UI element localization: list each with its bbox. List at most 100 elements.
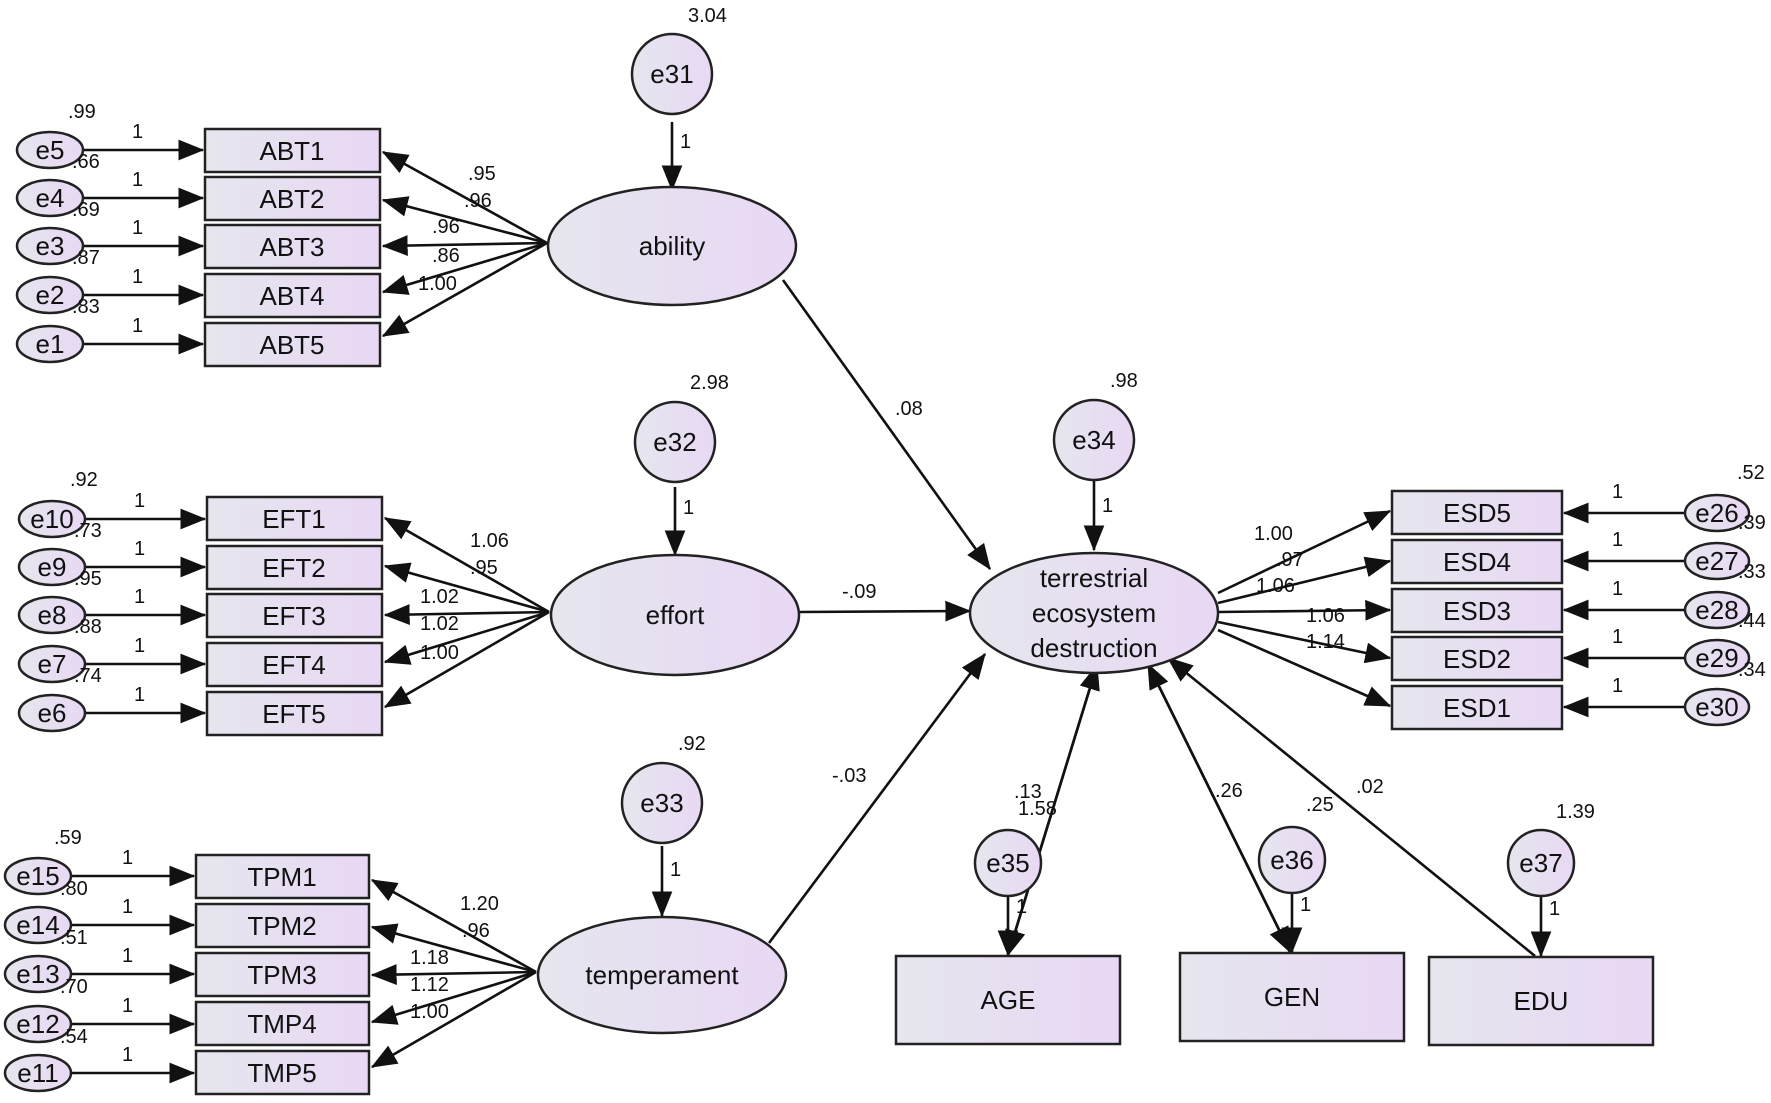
error-e8: e8 [17, 595, 87, 635]
arrow-temperament-tpm2 [370, 923, 537, 974]
observed-age: AGE [894, 954, 1122, 1046]
svg-text:TMP5: TMP5 [247, 1058, 316, 1088]
svg-text:EFT3: EFT3 [262, 601, 326, 631]
svg-text:1.00: 1.00 [410, 1001, 449, 1023]
observed-edu: EDU [1427, 955, 1655, 1047]
error-e10: e10 [17, 499, 87, 539]
error-e4: e4 [15, 178, 85, 218]
svg-text:.74: .74 [74, 665, 102, 687]
svg-text:1.12: 1.12 [410, 974, 449, 996]
svg-text:e2: e2 [36, 280, 65, 310]
path-gen-coef-2: .25 [1306, 794, 1334, 816]
arrow-temperament-tmp5 [370, 970, 537, 1069]
indicator-abt2: ABT2 [203, 175, 382, 222]
svg-text:.33: .33 [1738, 561, 1766, 583]
indicator-esd4: ESD4 [1390, 538, 1564, 585]
svg-text:e34: e34 [1072, 425, 1115, 455]
svg-text:.92: .92 [70, 469, 98, 491]
error-e36: e36 [1257, 825, 1327, 895]
indicator-esd3: ESD3 [1390, 587, 1564, 634]
indicator-eft3: EFT3 [205, 592, 384, 639]
svg-text:e35: e35 [986, 848, 1029, 878]
svg-text:TMP4: TMP4 [247, 1009, 316, 1039]
svg-text:.99: .99 [68, 101, 96, 123]
svg-text:e31: e31 [650, 59, 693, 89]
svg-text:ESD1: ESD1 [1443, 693, 1511, 723]
arrow-temperament-tmp4 [370, 970, 537, 1025]
svg-text:ABT1: ABT1 [259, 136, 324, 166]
error-e2: e2 [15, 275, 85, 315]
error-e15: e15 [3, 856, 73, 896]
svg-text:.97: .97 [1276, 549, 1304, 571]
arrow-temperament-tpm1 [370, 878, 537, 974]
svg-text:.88: .88 [74, 616, 102, 638]
svg-text:e37: e37 [1519, 848, 1562, 878]
svg-text:.96: .96 [432, 216, 460, 238]
svg-text:1.20: 1.20 [460, 893, 499, 915]
error-e34: e34 [1052, 398, 1136, 482]
error-e26: e26 [1683, 493, 1751, 533]
svg-text:EDU: EDU [1514, 986, 1569, 1016]
indicator-eft4: EFT4 [205, 641, 384, 688]
svg-text:e14: e14 [16, 910, 59, 940]
svg-text:ABT3: ABT3 [259, 232, 324, 262]
svg-text:1.06: 1.06 [470, 530, 509, 552]
svg-text:.83: .83 [72, 296, 100, 318]
path-effort-coef: -.09 [842, 581, 876, 603]
svg-text:.69: .69 [72, 199, 100, 221]
fixed-e32: 1 [683, 497, 694, 519]
svg-text:EFT5: EFT5 [262, 699, 326, 729]
indicator-tpm3: TPM3 [194, 951, 371, 998]
indicator-eft1: EFT1 [205, 495, 384, 542]
svg-text:1: 1 [1612, 481, 1623, 503]
arrow-effort-eft3 [383, 604, 550, 625]
svg-text:e32: e32 [653, 427, 696, 457]
error-e7: e7 [17, 644, 87, 684]
arrow-ted-esd5 [1217, 509, 1392, 595]
svg-text:e10: e10 [30, 504, 73, 534]
svg-text:ABT4: ABT4 [259, 281, 324, 311]
latent-temperament-label: temperament [585, 960, 739, 990]
svg-text:TPM3: TPM3 [247, 960, 316, 990]
coefficient-labels: 3.04 2.98 .92 .98 1.58 1.39 1 1 1 1 1 1 … [54, 5, 1766, 1066]
indicator-tmp5: TMP5 [194, 1049, 371, 1096]
svg-text:e36: e36 [1270, 845, 1313, 875]
svg-text:1: 1 [1612, 578, 1623, 600]
svg-text:1: 1 [134, 490, 145, 512]
svg-text:.73: .73 [74, 520, 102, 542]
svg-text:1: 1 [122, 945, 133, 967]
svg-text:TPM1: TPM1 [247, 862, 316, 892]
indicator-esd1: ESD1 [1390, 684, 1564, 731]
arrow-ability-abt1 [381, 150, 548, 245]
var-e32: 2.98 [690, 372, 729, 394]
svg-text:.95: .95 [470, 557, 498, 579]
var-e31: 3.04 [688, 5, 727, 27]
svg-text:EFT2: EFT2 [262, 553, 326, 583]
svg-text:1: 1 [1612, 626, 1623, 648]
indicator-abt3: ABT3 [203, 223, 382, 270]
fixed-e33: 1 [670, 859, 681, 881]
svg-text:e28: e28 [1695, 595, 1738, 625]
svg-text:1.00: 1.00 [418, 273, 457, 295]
svg-text:1: 1 [122, 995, 133, 1017]
arrow-ability-abt5 [381, 241, 548, 338]
svg-text:.51: .51 [60, 927, 88, 949]
fixed-e31: 1 [680, 131, 691, 153]
svg-text:1: 1 [122, 896, 133, 918]
arrow-temperament-ted [767, 652, 987, 944]
path-age-coef: .13 [1014, 781, 1042, 803]
svg-text:e4: e4 [36, 183, 65, 213]
arrows [72, 122, 1685, 1084]
svg-text:1.06: 1.06 [1256, 575, 1295, 597]
latent-effort: effort [549, 553, 801, 677]
svg-text:e5: e5 [36, 135, 65, 165]
error-e5: e5 [15, 130, 85, 170]
svg-text:1: 1 [134, 586, 145, 608]
error-e29: e29 [1683, 638, 1751, 678]
svg-text:e26: e26 [1695, 498, 1738, 528]
svg-text:1: 1 [122, 1044, 133, 1066]
error-e30: e30 [1683, 687, 1751, 727]
error-e1: e1 [15, 324, 85, 364]
svg-text:.34: .34 [1738, 659, 1766, 681]
arrow-edu-ted [1166, 656, 1536, 958]
